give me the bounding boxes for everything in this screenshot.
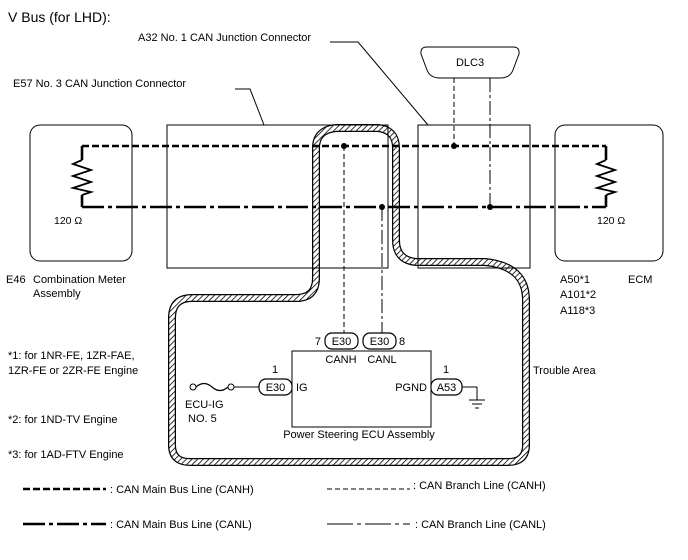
combination-meter-name: Combination Meter [33,274,126,286]
a32-junction-box [417,124,531,269]
a53-label: A53 [437,382,457,394]
e46-code: E46 [6,274,26,286]
junction-dot [487,204,493,210]
fuse-terminal-icon [227,383,235,391]
combination-meter-name-line2: Assembly [33,288,81,300]
dlc3-connector [420,46,520,79]
canh-pin-label: CANH [325,354,356,366]
power-steering-ecu-name: Power Steering ECU Assembly [283,429,435,441]
canl-pin-number: 8 [399,336,405,348]
note-1-line1: *1: for 1NR-FE, 1ZR-FAE, [8,350,135,362]
fuse-label-line2: NO. 5 [188,413,217,425]
e30-canh-label: E30 [332,336,352,348]
ig-pin-label: IG [296,382,308,394]
pgnd-pin-number: 1 [443,364,449,376]
trouble-area-outline [168,124,530,466]
e57-connector-label: E57 No. 3 CAN Junction Connector [13,78,186,90]
right-resistor-label: 120 Ω [597,215,625,227]
ecm-code-3: A118*3 [560,305,595,317]
e57-leader-line [235,88,265,126]
legend-branch-canh: : CAN Branch Line (CANH) [413,480,546,492]
legend-branch-canl: : CAN Branch Line (CANL) [415,519,546,531]
junction-dot [451,143,457,149]
trouble-area-label: Trouble Area [533,365,596,377]
legend-main-canh: : CAN Main Bus Line (CANH) [110,484,254,496]
ground-icon [462,386,485,409]
e57-junction-box [166,124,389,269]
e30-ig-label: E30 [266,382,286,394]
diagram-title: V Bus (for LHD): [8,9,111,25]
combination-meter-box [29,124,133,262]
ig-pin-number: 1 [272,364,278,376]
right-terminator [593,146,619,207]
fuse-icon [195,382,229,392]
e30-canh-connector [324,332,359,350]
ecm-code-2: A101*2 [560,289,596,301]
note-1-line2: 1ZR-FE or 2ZR-FE Engine [8,365,138,377]
pgnd-pin-label: PGND [395,382,427,394]
note-3: *3: for 1AD-FTV Engine [8,449,124,461]
left-resistor-label: 120 Ω [54,215,82,227]
e30-canl-label: E30 [370,336,390,348]
canl-pin-label: CANL [367,354,396,366]
legend-main-canl: : CAN Main Bus Line (CANL) [110,519,252,531]
ecm-name: ECM [628,274,652,286]
left-terminator [69,146,95,207]
e30-canl-connector [362,332,397,350]
fuse-terminal-icon [189,383,197,391]
a32-leader-line [330,41,429,126]
fuse-label-line1: ECU-IG [185,399,224,411]
a32-connector-label: A32 No. 1 CAN Junction Connector [138,32,311,44]
e30-ig-connector [258,378,293,396]
resistor-icon [69,159,95,196]
ecm-code-1: A50*1 [560,274,590,286]
ecm-box [554,124,664,262]
canh-pin-number: 7 [315,336,321,348]
dlc3-label: DLC3 [456,57,484,69]
note-2: *2: for 1ND-TV Engine [8,414,117,426]
resistor-icon [593,159,619,196]
